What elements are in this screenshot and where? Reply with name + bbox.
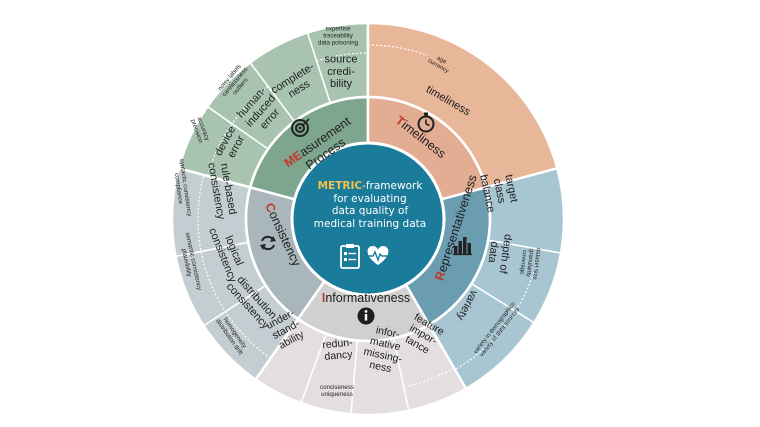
center-line-1: for evaluating [333, 192, 407, 205]
property-divider [367, 44, 428, 57]
inner-ring-border [244, 95, 492, 343]
cluster-divider [471, 282, 535, 324]
cluster-divider [350, 340, 359, 415]
cluster-divider [306, 32, 332, 104]
center-title-highlight: METRIC [317, 180, 363, 192]
cluster-depth-of-data-line: data [485, 241, 500, 265]
bar-chart-icon [453, 237, 472, 256]
property-redundancy-line: conciseness [320, 384, 354, 391]
cluster-divider [249, 61, 296, 123]
cluster-redundancy: redun-dancy [322, 337, 354, 363]
cluster-divider [392, 338, 410, 411]
property-source-credibility-line: traceability [323, 33, 353, 40]
property-redundancy-line: uniqueness [321, 391, 353, 398]
center-disc [290, 141, 446, 297]
center-line-3: medical training data [313, 217, 427, 230]
cluster-redundancy-line: redun- [322, 337, 354, 352]
property-source-credibility-line: data poisoning [318, 40, 359, 47]
dimension-informativeness-text: Informativeness [322, 291, 410, 305]
center-title-suffix: -framework [362, 180, 423, 192]
cluster-divider [203, 284, 267, 327]
cluster-source-credibility-line: source [324, 54, 357, 66]
property-divider [316, 52, 369, 62]
cluster-source-credibility-line: bility [330, 78, 353, 90]
stopwatch-icon [417, 112, 435, 133]
cluster-divider [206, 105, 269, 150]
cluster-divider [300, 333, 328, 404]
center-line-2: data quality of [331, 205, 409, 217]
property-rule-based-consistency-line: compliance [173, 173, 184, 206]
target-icon [291, 118, 310, 137]
cluster-redundancy-line: dancy [324, 348, 354, 362]
ring-dividers [175, 32, 562, 415]
dimension-informativeness: Informativeness [322, 291, 410, 305]
cluster-target-class-balance-line: class [491, 177, 508, 204]
cluster-divider [488, 239, 562, 254]
property-depth-of-data-line: coverage [518, 249, 527, 275]
cluster-divider [175, 241, 249, 258]
heart-pulse-icon [367, 246, 389, 265]
cluster-depth-of-data-line: depth of [496, 233, 514, 275]
cluster-source-credibility-line: credi- [327, 66, 355, 78]
property-depth-of-data-line: granularity [525, 249, 534, 278]
info-icon [357, 307, 375, 325]
property-divider [403, 367, 455, 388]
property-source-credibility-line: expertise [325, 26, 351, 33]
clipboard-icon [340, 244, 360, 269]
cluster-informative-missingness-line: infor- [375, 324, 401, 341]
property-depth-of-data-line: dataset size [531, 247, 541, 280]
property-timeliness-line: age [436, 55, 448, 66]
center-title: METRIC-framework for evaluating data qua… [300, 180, 440, 230]
sync-icon [260, 235, 276, 251]
cluster-informative-missingness-line: ness [368, 359, 392, 375]
cluster-target-class-balance-line: target [502, 173, 520, 203]
property-divider [454, 249, 540, 371]
outer-ring [170, 21, 566, 417]
